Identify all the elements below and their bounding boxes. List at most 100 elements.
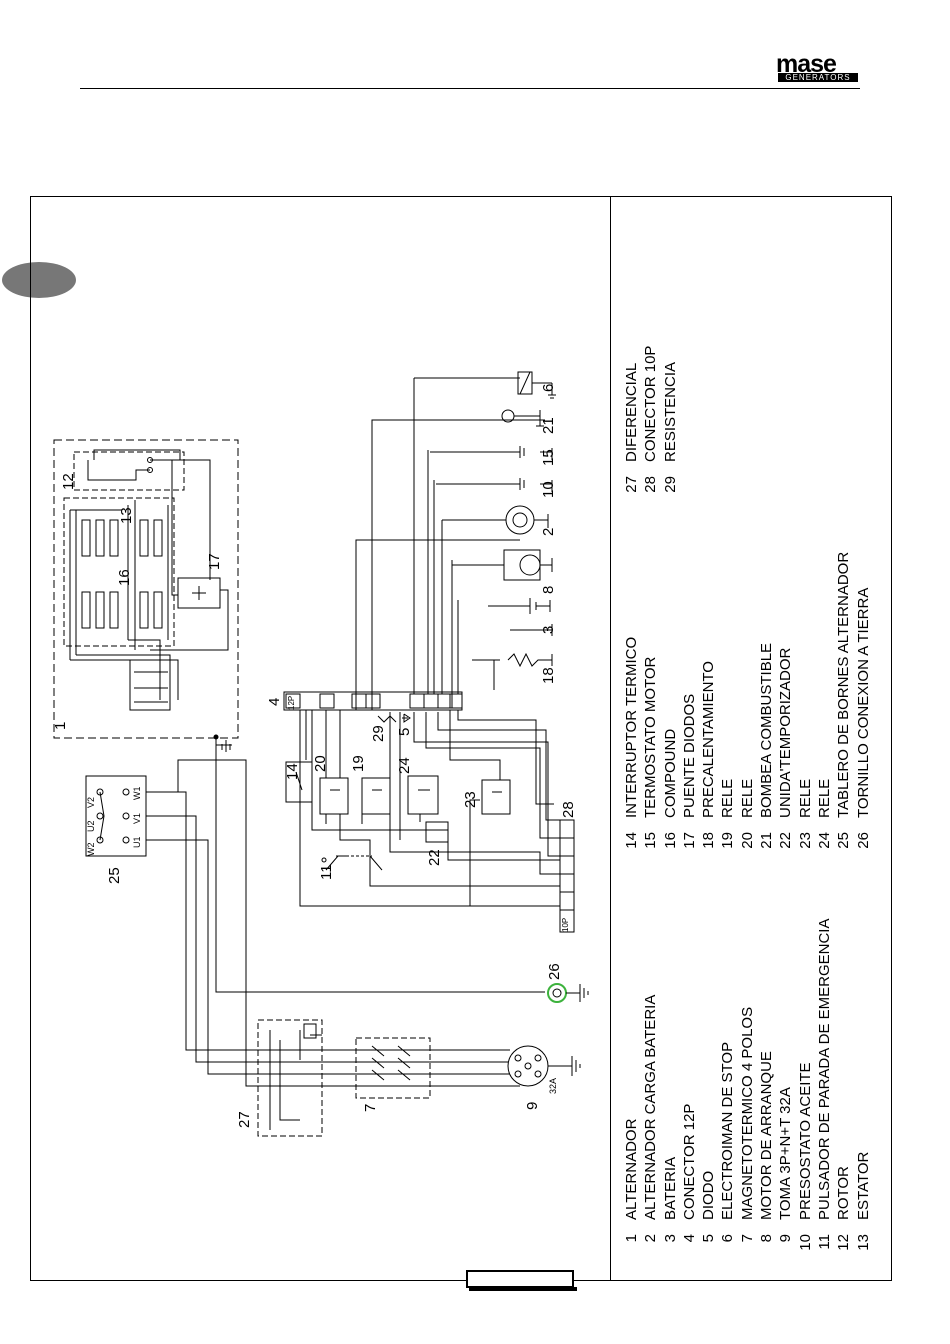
- legend-item-number: 6: [719, 1234, 737, 1243]
- header-rule: [80, 88, 860, 89]
- legend-item-number: 24: [815, 832, 833, 849]
- relay-19-box: [361, 777, 391, 815]
- legend-item-label: ALTERNADOR: [623, 1118, 640, 1220]
- label-23: 23: [462, 791, 479, 808]
- legend-item-number: 21: [758, 832, 776, 849]
- legend-item-label: MOTOR DE ARRANQUE: [758, 1051, 776, 1220]
- legend-item-number: 7: [738, 1234, 756, 1243]
- legend-item: 4 CONECTOR 12P: [680, 919, 699, 1264]
- legend-item: 26 TORNILLO CONEXION A TIERRA: [854, 552, 873, 862]
- legend-item: 3BATERIA: [661, 919, 680, 1264]
- legend-item: 27 DIFERENCIAL: [622, 346, 641, 506]
- label-15: 15: [540, 449, 557, 466]
- legend-item-label: CONECTOR 10P: [642, 345, 660, 462]
- legend-item-label: PRESOSTATO ACEITE: [796, 1062, 814, 1220]
- legend-item: 10 PRESOSTATO ACEITE: [796, 919, 815, 1264]
- legend-item-number: 2: [642, 1234, 660, 1243]
- legend-item-label: ROTOR: [835, 1166, 853, 1220]
- brand-subtitle: GENERATORS: [778, 73, 858, 82]
- label-26: 26: [546, 963, 563, 980]
- legend-item-number: 10: [796, 1234, 814, 1251]
- legend-item-label: ESTATOR: [854, 1151, 872, 1220]
- legend-item: 18 PRECALENTAMIENTO: [699, 552, 718, 862]
- legend-item: 29RESISTENCIA: [661, 346, 680, 506]
- legend-item: 25TABLERO DE BORNES ALTERNADOR: [834, 552, 853, 862]
- label-19: 19: [350, 755, 367, 772]
- socket: [507, 1045, 549, 1087]
- legend-item-label: PUENTE DIODOS: [680, 693, 698, 818]
- legend-item-label: RELE: [815, 778, 833, 818]
- legend-item: 5 DIODO: [699, 919, 718, 1264]
- label-14: 14: [284, 763, 301, 780]
- legend-item: 14INTERRUPTOR TERMICO: [622, 552, 641, 862]
- legend-item-number: 12: [835, 1234, 853, 1251]
- label-8: 8: [540, 585, 557, 594]
- diode-bridge: [177, 577, 221, 609]
- label-w1: W1: [132, 786, 142, 801]
- label-10p: 10P: [561, 917, 570, 932]
- legend-item-number: 27: [623, 476, 640, 493]
- legend-item-number: 18: [700, 832, 718, 849]
- label-25: 25: [106, 867, 123, 884]
- legend-item-label: PRECALENTAMIENTO: [700, 661, 718, 818]
- ground-screw: [547, 983, 567, 1003]
- label-10: 10: [540, 481, 557, 498]
- legend-item-number: 29: [661, 476, 679, 493]
- alternator-box: [53, 439, 239, 739]
- legend-item: 13 ESTATOR: [854, 919, 873, 1264]
- connector-10p: [559, 819, 575, 933]
- legend-item-label: TABLERO DE BORNES ALTERNADOR: [835, 551, 853, 818]
- legend-item-number: 5: [700, 1234, 718, 1243]
- label-16: 16: [116, 569, 133, 586]
- legend-item-label: CONECTOR 12P: [680, 1103, 698, 1220]
- relay-24-box: [407, 775, 439, 815]
- legend-item-number: 3: [661, 1234, 679, 1243]
- legend-item-number: 19: [719, 832, 737, 849]
- legend-item: 24 RELE: [815, 552, 834, 862]
- label-12p: 12P: [287, 695, 296, 710]
- legend-item: 17 PUENTE DIODOS: [680, 552, 699, 862]
- legend-item-number: 17: [680, 832, 698, 849]
- legend-item-number: 11: [815, 1234, 833, 1250]
- label-u2: U2: [86, 820, 96, 832]
- legend-item-number: 26: [854, 832, 872, 849]
- label-13: 13: [118, 507, 135, 524]
- breaker-box: [355, 1037, 431, 1099]
- legend-item-number: 13: [854, 1234, 872, 1251]
- legend-item: 2 ALTERNADOR CARGA BATERIA: [641, 919, 660, 1264]
- legend-item: 11 PULSADOR DE PARADA DE EMERGENCIA: [815, 919, 834, 1264]
- label-4: 4: [266, 697, 283, 706]
- battery: [488, 598, 551, 614]
- legend-item-label: COMPOUND: [661, 728, 679, 818]
- label-17: 17: [206, 553, 223, 570]
- legend-item: 28CONECTOR 10P: [641, 346, 660, 506]
- legend-item-label: PULSADOR DE PARADA DE EMERGENCIA: [815, 918, 833, 1220]
- legend-item: 22UNIDA'TEMPORIZADOR: [776, 552, 795, 862]
- legend-item-label: TORNILLO CONEXION A TIERRA: [854, 587, 872, 818]
- legend-divider: [610, 196, 611, 1281]
- legend-item-label: DIFERENCIAL: [623, 362, 640, 462]
- charging-alternator: [505, 505, 535, 535]
- legend-item-label: ELECTROIMAN DE STOP: [719, 1041, 737, 1220]
- legend-item: 23RELE: [796, 552, 815, 862]
- legend-item: 1ALTERNADOR: [622, 919, 641, 1264]
- label-20: 20: [312, 755, 329, 772]
- stator-windings: [69, 500, 179, 705]
- legend-item-number: 16: [661, 832, 679, 849]
- label-9: 9: [524, 1101, 541, 1110]
- timer-22-box: [425, 821, 449, 843]
- legend-item-label: DIODO: [700, 1170, 718, 1220]
- legend-item-number: 23: [796, 832, 814, 849]
- label-18: 18: [540, 667, 557, 684]
- legend-item-label: TOMA 3P+N+T 32A: [777, 1087, 795, 1220]
- legend-item-number: 4: [680, 1234, 698, 1243]
- label-v1: V1: [132, 812, 142, 824]
- legend-item-label: ALTERNADOR CARGA BATERIA: [642, 994, 660, 1220]
- legend-item-label: RELE: [719, 778, 737, 818]
- legend-item-number: 8: [758, 1234, 776, 1243]
- differential-box: [257, 1019, 323, 1137]
- legend-item-number: 20: [738, 832, 756, 849]
- legend-item: 7MAGNETOTERMICO 4 POLOS: [738, 919, 757, 1264]
- relay-23-box: [481, 779, 511, 815]
